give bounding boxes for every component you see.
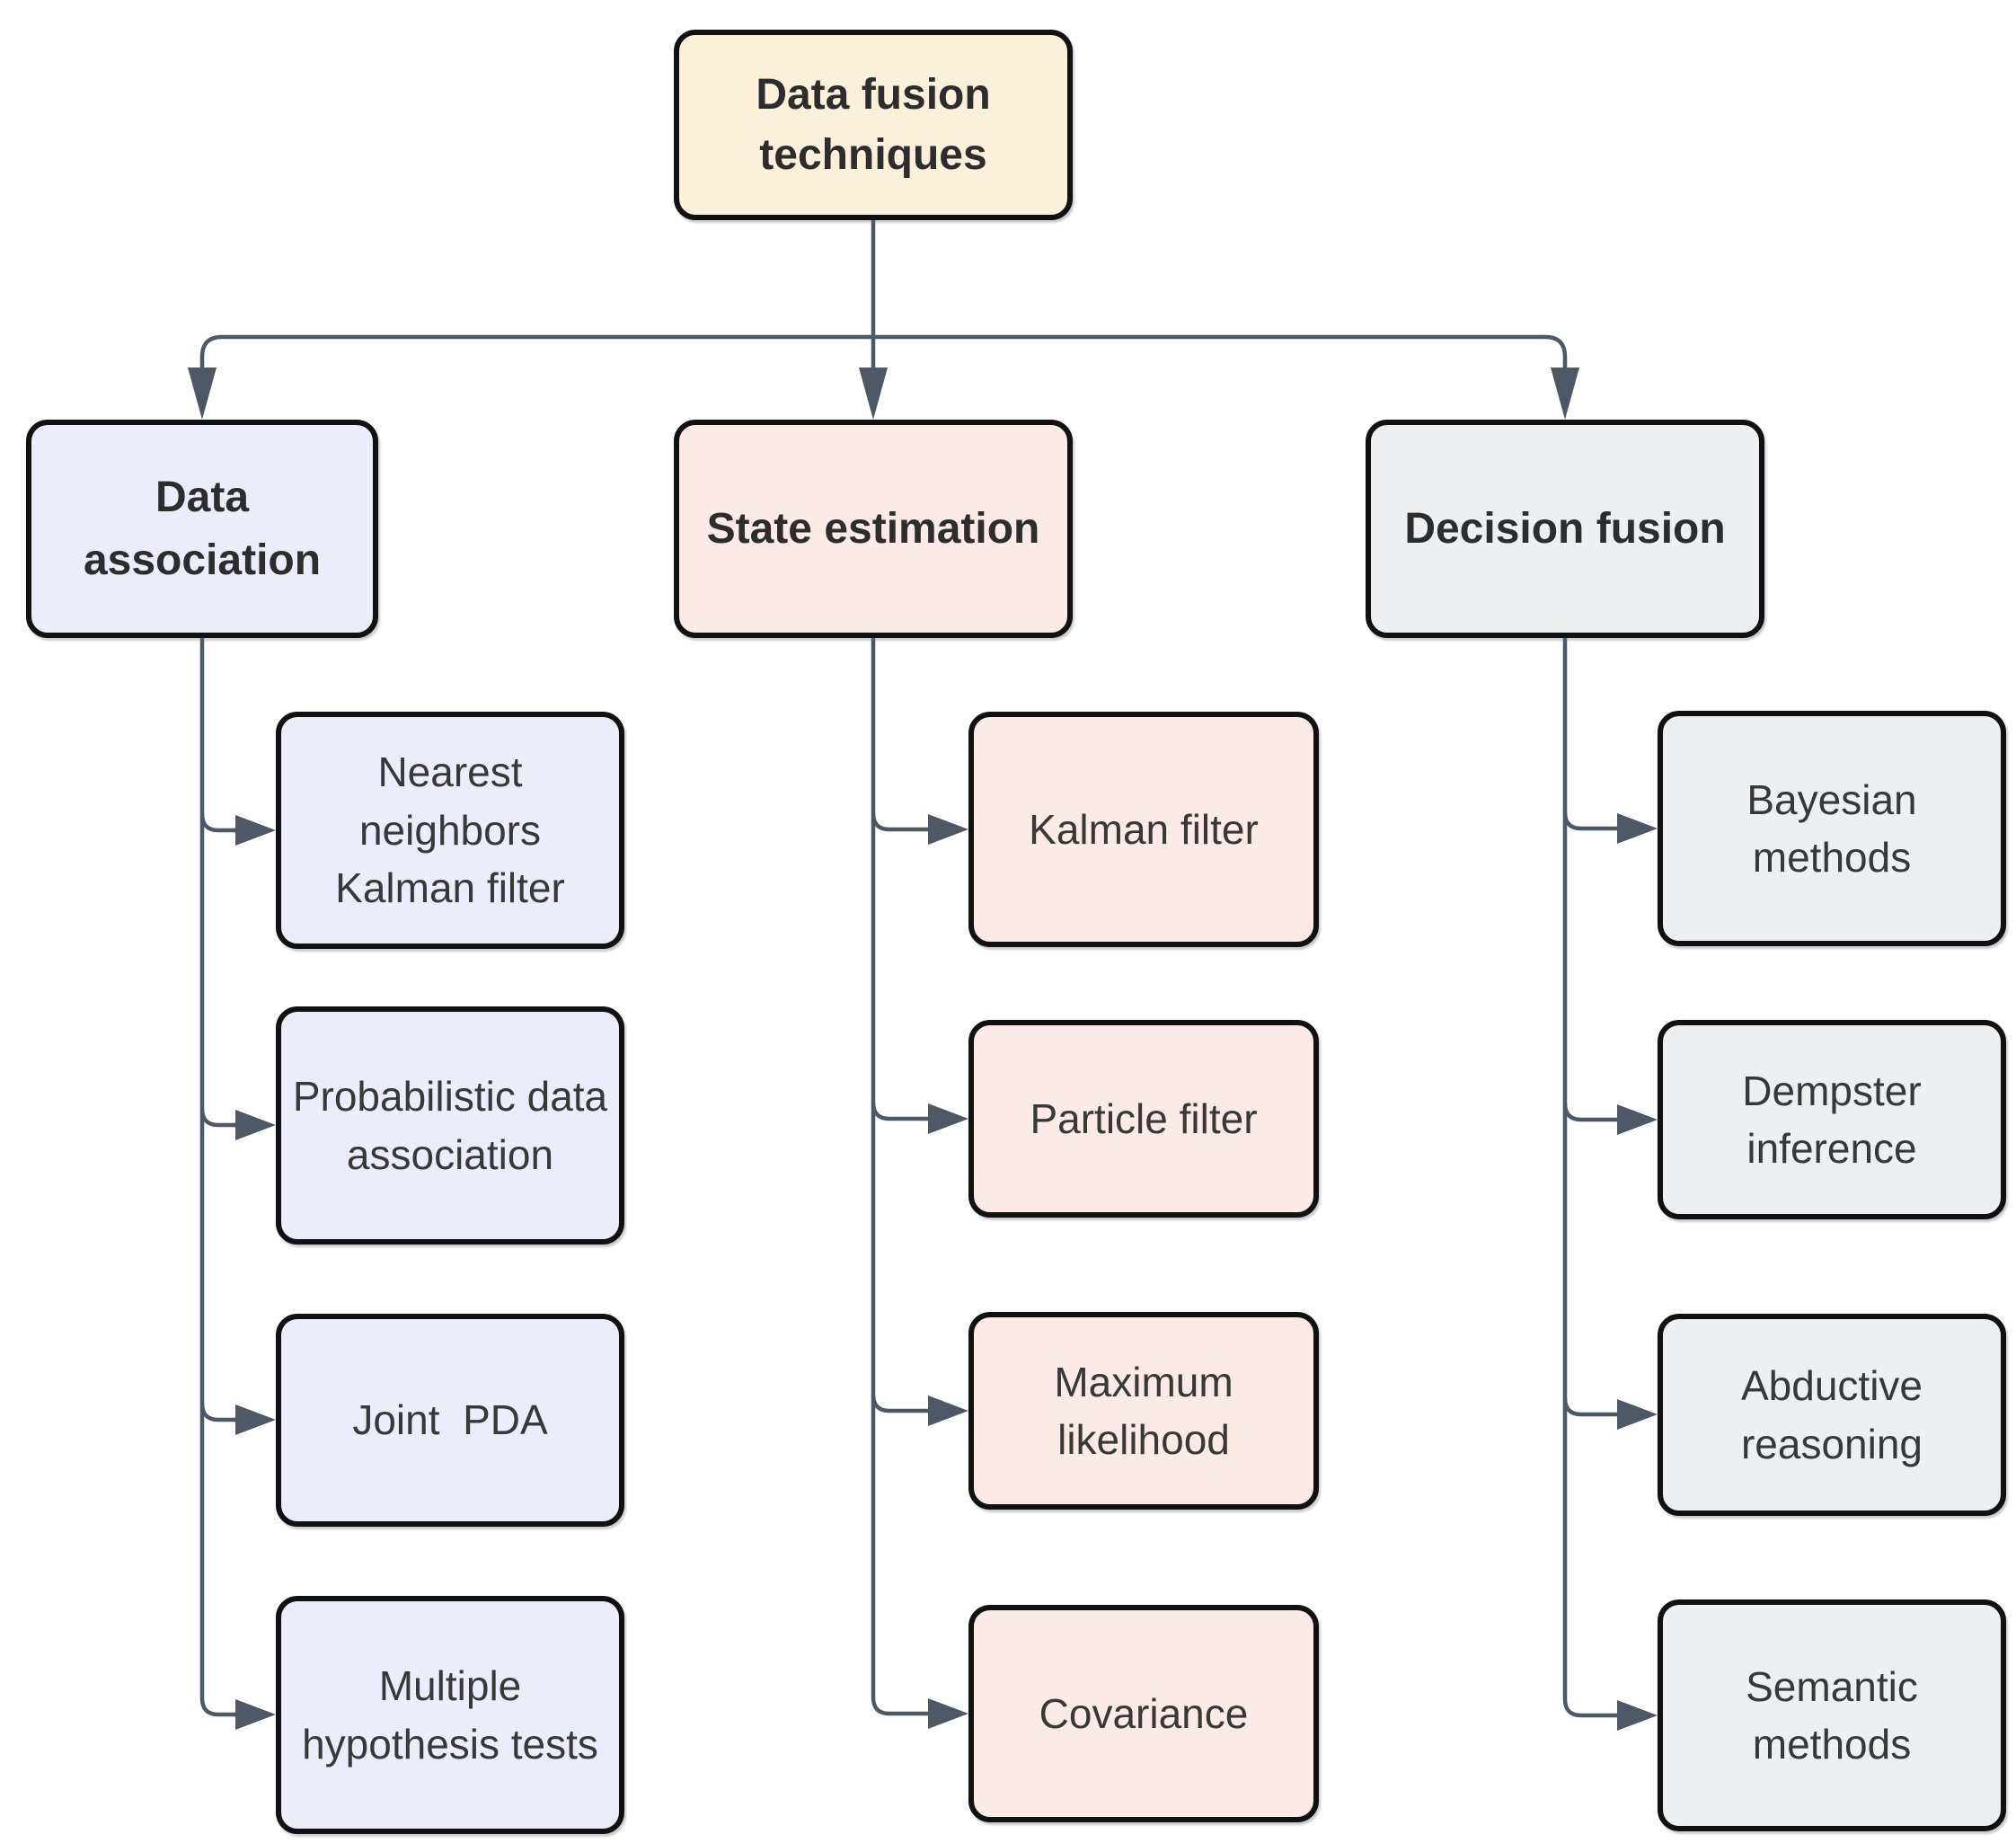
node-label: Multiple hypothesis tests xyxy=(302,1662,598,1768)
elbow-c2-r3 xyxy=(871,1394,931,1413)
arrow-c1-r2 xyxy=(235,1110,276,1140)
node-label: Abductive reasoning xyxy=(1740,1362,1934,1467)
trunk-data-association xyxy=(199,638,238,1717)
node-label: Covariance xyxy=(1039,1689,1249,1737)
arrow-c3-r4 xyxy=(1617,1700,1658,1731)
arrow-c2-r2 xyxy=(928,1103,968,1134)
elbow-c1-r2 xyxy=(199,1108,238,1128)
node-semantic-methods: Semantic methods xyxy=(1658,1599,2006,1831)
node-label: Bayesian methods xyxy=(1746,775,1929,881)
arrow-c2-r1 xyxy=(928,814,968,845)
node-dempster-inference: Dempster inference xyxy=(1658,1020,2006,1219)
node-data-association: Data association xyxy=(26,420,378,638)
arrow-c1-r4 xyxy=(235,1699,276,1730)
node-probabilistic-data-association: Probabilistic data association xyxy=(276,1006,624,1245)
node-bayesian-methods: Bayesian methods xyxy=(1658,711,2006,946)
arrow-c2-r3 xyxy=(928,1396,968,1426)
node-label: Particle filter xyxy=(1030,1094,1258,1142)
node-data-fusion-techniques: Data fusion techniques xyxy=(674,30,1073,220)
node-label: Data fusion techniques xyxy=(756,70,1004,179)
arrow-c1-r3 xyxy=(235,1404,276,1435)
arrow-c3-r3 xyxy=(1617,1399,1658,1430)
elbow-c3-r3 xyxy=(1562,1397,1620,1417)
node-label: Maximum likelihood xyxy=(1054,1358,1245,1463)
node-label: Semantic methods xyxy=(1746,1662,1930,1768)
node-label: Nearest neighbors Kalman filter xyxy=(335,749,565,912)
elbow-c2-r2 xyxy=(871,1102,931,1121)
arrow-c1-r1 xyxy=(235,815,276,846)
node-kalman-filter: Kalman filter xyxy=(968,712,1319,947)
elbow-c1-r1 xyxy=(199,813,238,833)
trunk-decision-fusion xyxy=(1562,638,1620,1718)
elbow-c3-r1 xyxy=(1562,811,1620,831)
node-label: Probabilistic data association xyxy=(292,1073,619,1178)
node-label: State estimation xyxy=(706,504,1040,553)
node-state-estimation: State estimation xyxy=(674,420,1073,638)
node-abductive-reasoning: Abductive reasoning xyxy=(1658,1314,2006,1516)
elbow-c2-r1 xyxy=(871,812,931,832)
trunk-state-estimation xyxy=(871,638,931,1716)
node-label: Decision fusion xyxy=(1404,504,1726,553)
node-particle-filter: Particle filter xyxy=(968,1020,1319,1218)
node-label: Joint PDA xyxy=(352,1396,548,1444)
node-joint-pda: Joint PDA xyxy=(276,1314,624,1527)
node-covariance: Covariance xyxy=(968,1605,1319,1822)
elbow-c1-r3 xyxy=(199,1403,238,1422)
node-label: Kalman filter xyxy=(1029,805,1259,853)
node-nearest-neighbors-kalman-filter: Nearest neighbors Kalman filter xyxy=(276,712,624,949)
node-decision-fusion: Decision fusion xyxy=(1366,420,1764,638)
arrow-c3-r1 xyxy=(1617,813,1658,844)
node-multiple-hypothesis-tests: Multiple hypothesis tests xyxy=(276,1596,624,1834)
arrow-down-decision-fusion xyxy=(1551,368,1579,420)
arrow-down-data-association xyxy=(188,368,217,420)
node-label: Data association xyxy=(83,473,322,584)
elbow-c3-r2 xyxy=(1562,1103,1620,1122)
node-label: Dempster inference xyxy=(1742,1067,1933,1172)
arrow-c2-r4 xyxy=(928,1698,968,1729)
arrow-c3-r2 xyxy=(1617,1104,1658,1135)
node-maximum-likelihood: Maximum likelihood xyxy=(968,1312,1319,1510)
arrow-down-state-estimation xyxy=(859,368,888,420)
edge-distribution-bar xyxy=(199,334,1568,370)
